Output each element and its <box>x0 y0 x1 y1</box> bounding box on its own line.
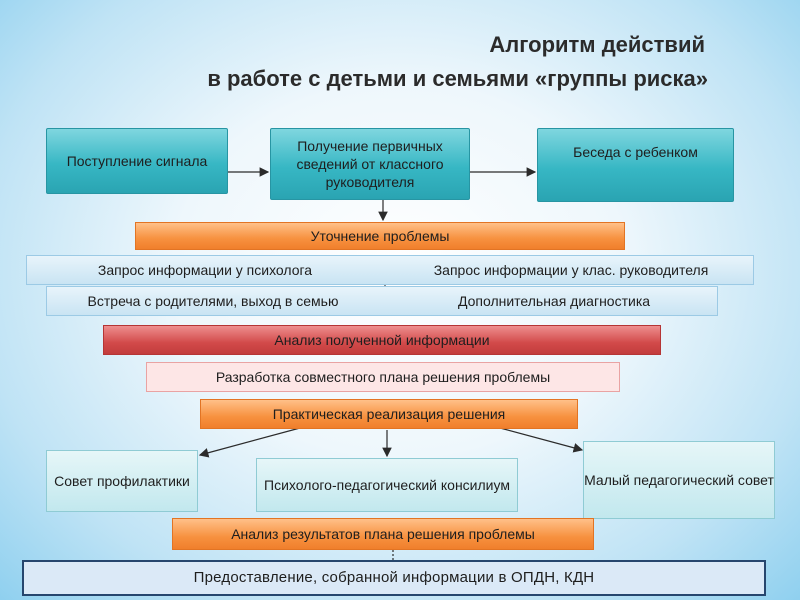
node-plan: Разработка совместного плана решения про… <box>146 362 620 392</box>
arrow-impl-to-council <box>198 427 301 458</box>
node-analysis: Анализ полученной информации <box>103 325 661 355</box>
row-meetings <box>46 286 718 316</box>
node-small-council: Малый педагогический совет <box>583 441 775 519</box>
node-parents-meeting: Встреча с родителями, выход в семью <box>87 292 339 309</box>
node-primary-info: Получение первичных сведений от классног… <box>270 128 470 200</box>
diagram-title-line2: в работе с детьми и семьями «группы риск… <box>207 66 708 91</box>
node-talk-child: Беседа с ребенком <box>537 128 734 202</box>
node-clarify: Уточнение проблемы <box>135 222 625 250</box>
diagram-title-line1: Алгоритм действий <box>489 32 705 57</box>
node-psych-request: Запрос информации у психолога <box>97 261 313 278</box>
node-extra-diag: Дополнительная диагностика <box>457 292 651 309</box>
row-requests <box>26 255 754 285</box>
node-consilium: Психолого-педагогический консилиум <box>256 458 518 512</box>
arrow-impl-to-small-council <box>499 427 584 453</box>
node-results: Анализ результатов плана решения проблем… <box>172 518 594 550</box>
node-prevention-council: Совет профилактики <box>46 450 198 512</box>
node-teacher-request: Запрос информации у клас. руководителя <box>433 261 709 278</box>
node-implementation: Практическая реализация решения <box>200 399 578 429</box>
node-signal: Поступление сигнала <box>46 128 228 194</box>
node-report: Предоставление, собранной информации в О… <box>22 560 766 596</box>
